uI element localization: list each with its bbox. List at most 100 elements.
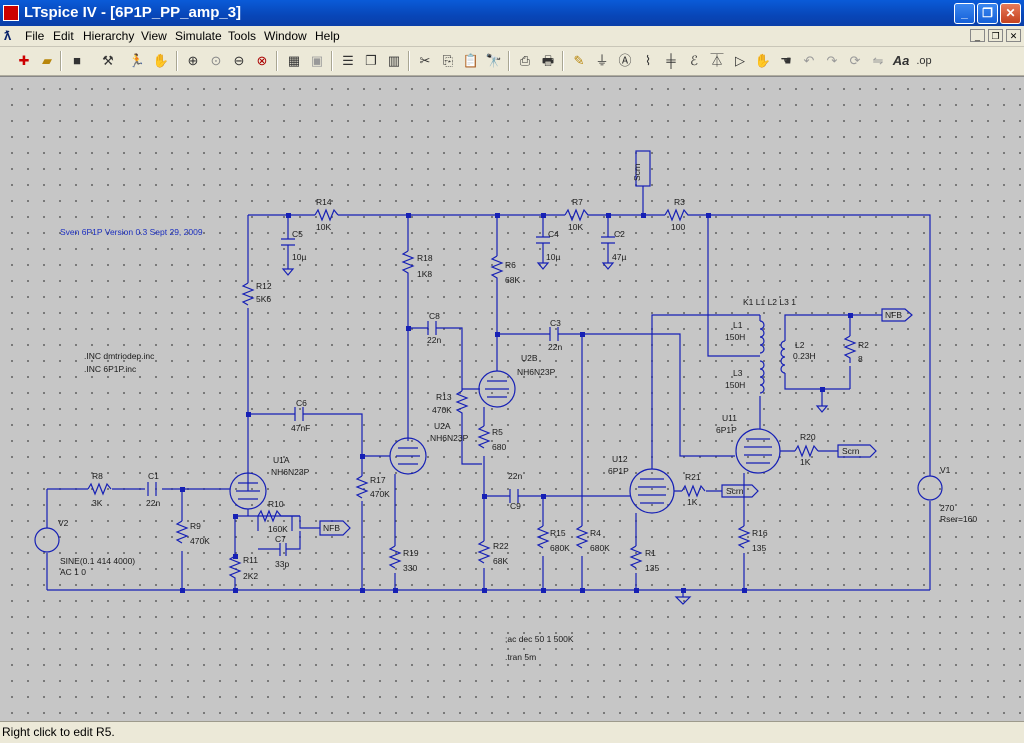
net-label-scrn-u11[interactable]: Scrn bbox=[842, 446, 860, 456]
mdi-minimize-button[interactable]: _ bbox=[970, 29, 985, 42]
label-c5-value[interactable]: 10µ bbox=[292, 252, 306, 262]
v2-ref[interactable]: V2 bbox=[58, 518, 69, 528]
label-u1a-ref[interactable]: U1A bbox=[273, 455, 290, 465]
print-preview-icon[interactable]: ⎙ bbox=[519, 53, 531, 68]
v1-value[interactable]: 270 bbox=[940, 503, 954, 513]
label-c6-value[interactable]: 47nF bbox=[291, 423, 310, 433]
schematic-canvas[interactable]: Sven 6P1P Version 0.3 Sept 29, 2009 .INC… bbox=[0, 76, 1024, 722]
label-u2a-value[interactable]: NH6N23P bbox=[430, 433, 469, 443]
halt-icon[interactable]: ✋ bbox=[152, 53, 170, 68]
label-r14-value[interactable]: 10K bbox=[316, 222, 331, 232]
label-c2-value[interactable]: 47µ bbox=[612, 252, 626, 262]
label-r9-value[interactable]: 470K bbox=[190, 536, 210, 546]
label-r4-value[interactable]: 680K bbox=[590, 543, 610, 553]
label-r13-value[interactable]: 470K bbox=[432, 405, 452, 415]
label-c6-ref[interactable]: C6 bbox=[296, 398, 307, 408]
paste-icon[interactable]: 📋 bbox=[462, 53, 480, 68]
schematic-drawing[interactable]: Sven 6P1P Version 0.3 Sept 29, 2009 .INC… bbox=[0, 77, 1024, 722]
run-icon[interactable]: 🏃 bbox=[128, 53, 146, 68]
label-r8-value[interactable]: 3K bbox=[92, 498, 103, 508]
undo-icon[interactable]: ↶ bbox=[803, 53, 815, 68]
label-r22-ref[interactable]: R22 bbox=[493, 541, 509, 551]
version-note[interactable]: Sven 6P1P Version 0.3 Sept 29, 2009 bbox=[60, 227, 203, 237]
menu-hierarchy[interactable]: Hierarchy bbox=[83, 29, 135, 43]
control-panel-icon[interactable]: ⚒ bbox=[102, 53, 114, 68]
label-u12-value[interactable]: 6P1P bbox=[608, 466, 629, 476]
label-r10-ref[interactable]: R10 bbox=[268, 499, 284, 509]
menu-edit[interactable]: Edit bbox=[53, 29, 74, 43]
coupling-directive[interactable]: K1 L1 L2 L3 1 bbox=[743, 297, 796, 307]
autorange-icon[interactable]: ▦ bbox=[287, 53, 301, 68]
label-u2b-ref[interactable]: U2B bbox=[521, 353, 538, 363]
capacitor-icon[interactable]: ╪ bbox=[666, 53, 676, 68]
label-l3-value[interactable]: 150H bbox=[725, 380, 745, 390]
label-c3-ref[interactable]: C3 bbox=[550, 318, 561, 328]
restore-button[interactable]: ❐ bbox=[977, 3, 998, 24]
label-l1-value[interactable]: 150H bbox=[725, 332, 745, 342]
fit-icon[interactable]: ▣ bbox=[310, 53, 324, 68]
mdi-restore-button[interactable]: ❐ bbox=[988, 29, 1003, 42]
v1-ref[interactable]: V1 bbox=[940, 465, 951, 475]
label-r7-ref[interactable]: R7 bbox=[572, 197, 583, 207]
label-r4-ref[interactable]: R4 bbox=[590, 528, 601, 538]
label-c9-ref[interactable]: C9 bbox=[510, 501, 521, 511]
wire-icon[interactable]: ✎ bbox=[573, 53, 585, 68]
net-label-scrn-top[interactable]: Scrn bbox=[632, 163, 642, 181]
resistor-icon[interactable]: ⌇ bbox=[644, 53, 652, 68]
label-r15-value[interactable]: 680K bbox=[550, 543, 570, 553]
label-c2-ref[interactable]: C2 bbox=[614, 229, 625, 239]
label-r9-ref[interactable]: R9 bbox=[190, 521, 201, 531]
mdi-close-button[interactable]: ✕ bbox=[1006, 29, 1021, 42]
label-r5-ref[interactable]: R5 bbox=[492, 427, 503, 437]
label-r2-ref[interactable]: R2 bbox=[858, 340, 869, 350]
label-c4-value[interactable]: 10µ bbox=[546, 252, 560, 262]
label-r14-ref[interactable]: R14 bbox=[316, 197, 332, 207]
v2-value1[interactable]: SINE(0.1 414 4000) bbox=[60, 556, 135, 566]
tran-directive[interactable]: .tran 5m bbox=[505, 652, 536, 662]
label-r1-ref[interactable]: R1 bbox=[645, 548, 656, 558]
diode-icon[interactable]: ⏄ bbox=[710, 53, 724, 68]
label-r18-value[interactable]: 1K8 bbox=[417, 269, 432, 279]
net-label-nfb-in[interactable]: NFB bbox=[323, 523, 340, 533]
move-icon[interactable]: ✋ bbox=[754, 53, 772, 68]
inductor-icon[interactable]: ℰ bbox=[690, 53, 698, 68]
label-r19-value[interactable]: 330 bbox=[403, 563, 417, 573]
label-r16-ref[interactable]: R16 bbox=[752, 528, 768, 538]
menu-window[interactable]: Window bbox=[264, 29, 307, 43]
label-r7-value[interactable]: 10K bbox=[568, 222, 583, 232]
cut-icon[interactable]: ✂ bbox=[419, 53, 431, 68]
label-u2b-value[interactable]: NH6N23P bbox=[517, 367, 556, 377]
rotate-icon[interactable]: ⟳ bbox=[849, 53, 861, 68]
print-icon[interactable]: 🖶 bbox=[541, 53, 555, 68]
ac-directive[interactable]: ;ac dec 50 1 500K bbox=[505, 634, 574, 644]
mirror-icon[interactable]: ⇋ bbox=[872, 53, 884, 68]
drag-icon[interactable]: ☚ bbox=[780, 53, 792, 68]
label-r5-value[interactable]: 680 bbox=[492, 442, 506, 452]
label-c7-value[interactable]: 33p bbox=[275, 559, 289, 569]
document-menu-icon[interactable]: ƛ bbox=[4, 28, 12, 43]
menu-view[interactable]: View bbox=[141, 29, 167, 43]
label-u11-value[interactable]: 6P1P bbox=[716, 425, 737, 435]
net-label-scrn-u12[interactable]: Scrn bbox=[726, 486, 744, 496]
label-u11-ref[interactable]: U11 bbox=[722, 413, 737, 423]
component-icon[interactable]: ▷ bbox=[735, 53, 745, 68]
label-r16-value[interactable]: 135 bbox=[752, 543, 766, 553]
label-c1-value[interactable]: 22n bbox=[146, 498, 160, 508]
zoom-in-icon[interactable]: ⊕ bbox=[187, 53, 199, 68]
menu-help[interactable]: Help bbox=[315, 29, 340, 43]
menu-file[interactable]: File bbox=[25, 29, 45, 43]
label-c8-ref[interactable]: C8 bbox=[429, 311, 440, 321]
label-r18-ref[interactable]: R18 bbox=[417, 253, 433, 263]
label-u2a-ref[interactable]: U2A bbox=[434, 421, 451, 431]
label-c5-ref[interactable]: C5 bbox=[292, 229, 303, 239]
label-c7-ref[interactable]: C7 bbox=[275, 534, 286, 544]
v2-value2[interactable]: AC 1 0 bbox=[60, 567, 86, 577]
label-r6-value[interactable]: 68K bbox=[505, 275, 520, 285]
zoom-pan-icon[interactable]: ⊙ bbox=[210, 53, 222, 68]
label-u1a-value[interactable]: NH6N23P bbox=[271, 467, 310, 477]
label-c8-value[interactable]: 22n bbox=[427, 335, 441, 345]
label-r6-ref[interactable]: R6 bbox=[505, 260, 516, 270]
label-u12-ref[interactable]: U12 bbox=[612, 454, 628, 464]
label-r3-ref[interactable]: R3 bbox=[674, 197, 685, 207]
label-r11-value[interactable]: 2K2 bbox=[243, 571, 258, 581]
